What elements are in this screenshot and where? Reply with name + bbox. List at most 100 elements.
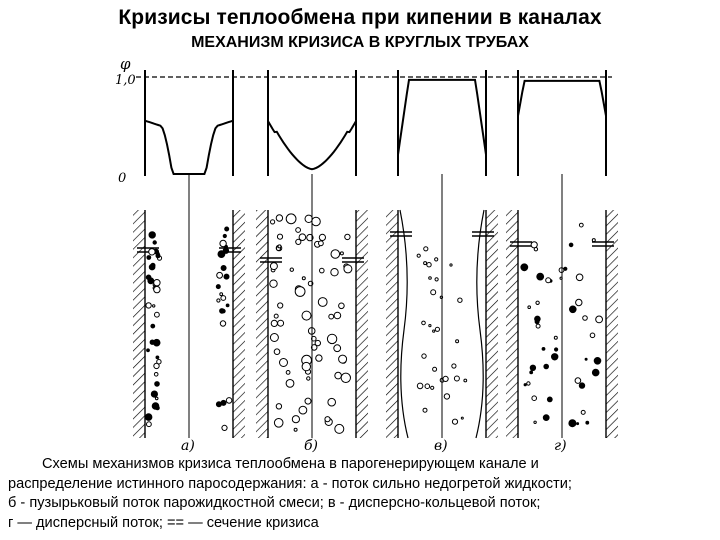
bubble <box>589 332 596 339</box>
bubble <box>315 354 323 362</box>
liquid-film <box>399 209 409 439</box>
bubble <box>220 265 227 271</box>
bubble <box>554 347 559 352</box>
bubble <box>426 262 432 268</box>
bubble <box>343 264 353 274</box>
bubble <box>148 263 156 271</box>
bubble <box>568 419 577 428</box>
bubble <box>317 297 328 307</box>
caption-line-4: г — дисперсный поток; == — сечение кризи… <box>8 514 319 531</box>
bubble <box>148 231 156 239</box>
bubble <box>150 390 158 398</box>
bubble <box>416 382 424 390</box>
panel-4: г) <box>506 70 618 454</box>
bubble <box>443 393 451 400</box>
bubble <box>575 273 584 282</box>
bubble <box>543 363 550 370</box>
bubble <box>155 253 161 259</box>
bubble <box>289 267 294 272</box>
bubble <box>591 368 600 377</box>
bubble <box>148 248 156 256</box>
bubble <box>328 313 335 320</box>
bubble <box>276 233 284 240</box>
axis-phi-label: φ <box>120 55 131 73</box>
bubble <box>330 268 339 277</box>
bubble <box>153 372 159 377</box>
bubble <box>453 375 460 382</box>
bubble <box>578 382 586 389</box>
panel-label: б) <box>304 438 318 454</box>
bubble <box>217 250 226 259</box>
phi-profile-curve <box>517 79 607 116</box>
bubble <box>536 272 545 281</box>
bubble <box>269 333 279 342</box>
bubble <box>578 222 584 228</box>
bubble <box>277 302 284 309</box>
bubble <box>529 370 534 375</box>
bubble <box>285 213 297 225</box>
panel-label: г) <box>554 438 567 454</box>
bubble <box>318 233 326 241</box>
bubble <box>146 421 152 428</box>
bubble <box>285 370 291 375</box>
bubble <box>291 415 300 424</box>
bubble <box>416 253 421 258</box>
bubble <box>304 397 312 405</box>
bubble <box>295 238 302 245</box>
bubble <box>434 326 440 332</box>
bubble <box>225 397 233 404</box>
bubble <box>222 247 230 254</box>
bubble <box>152 338 161 347</box>
bubble <box>575 298 583 307</box>
bubble <box>574 377 582 384</box>
bubble <box>152 304 156 308</box>
bubble <box>144 413 153 421</box>
bubble <box>223 273 230 280</box>
phi-profile-curve <box>144 119 234 175</box>
bubble <box>273 348 281 356</box>
bubble <box>153 285 161 294</box>
bubble <box>220 295 227 301</box>
bubble <box>553 335 558 340</box>
bubble <box>421 320 426 326</box>
bubble <box>340 372 351 383</box>
bubble <box>535 323 541 329</box>
bubble <box>145 302 152 309</box>
bubble <box>460 416 464 420</box>
tube-left-wall <box>386 210 398 438</box>
axis-tick-zero: 0 <box>118 171 126 186</box>
bubble <box>428 324 432 328</box>
bubble <box>153 362 160 370</box>
bubble <box>295 227 302 233</box>
bubble <box>224 226 230 232</box>
bubble <box>463 378 468 383</box>
bubble <box>152 240 157 245</box>
bubble <box>541 347 546 351</box>
bubble <box>542 414 550 422</box>
axis-tick-one: 1,0 <box>115 73 136 88</box>
bubble <box>339 251 344 256</box>
tube-left-wall <box>133 210 145 438</box>
bubble <box>306 376 311 381</box>
phi-profile-curve <box>397 78 487 155</box>
bubble <box>455 339 460 344</box>
bubble <box>527 305 532 310</box>
bubble <box>434 257 439 262</box>
bubble <box>563 266 568 271</box>
bubble <box>219 239 227 248</box>
bubble <box>277 244 282 249</box>
bubble <box>432 366 438 372</box>
bubble <box>580 409 586 415</box>
bubble <box>533 247 539 252</box>
page-subtitle: МЕХАНИЗМ КРИЗИСА В КРУГЛЫХ ТРУБАХ <box>191 34 529 51</box>
bubble <box>551 353 559 361</box>
bubble <box>150 323 156 329</box>
bubble <box>310 344 318 351</box>
bubble <box>273 313 279 319</box>
bubble <box>333 311 342 320</box>
bubble <box>222 233 227 239</box>
bubble <box>219 292 224 297</box>
bubble <box>155 355 160 360</box>
tube-right-wall <box>233 210 245 438</box>
bubble <box>301 361 311 372</box>
